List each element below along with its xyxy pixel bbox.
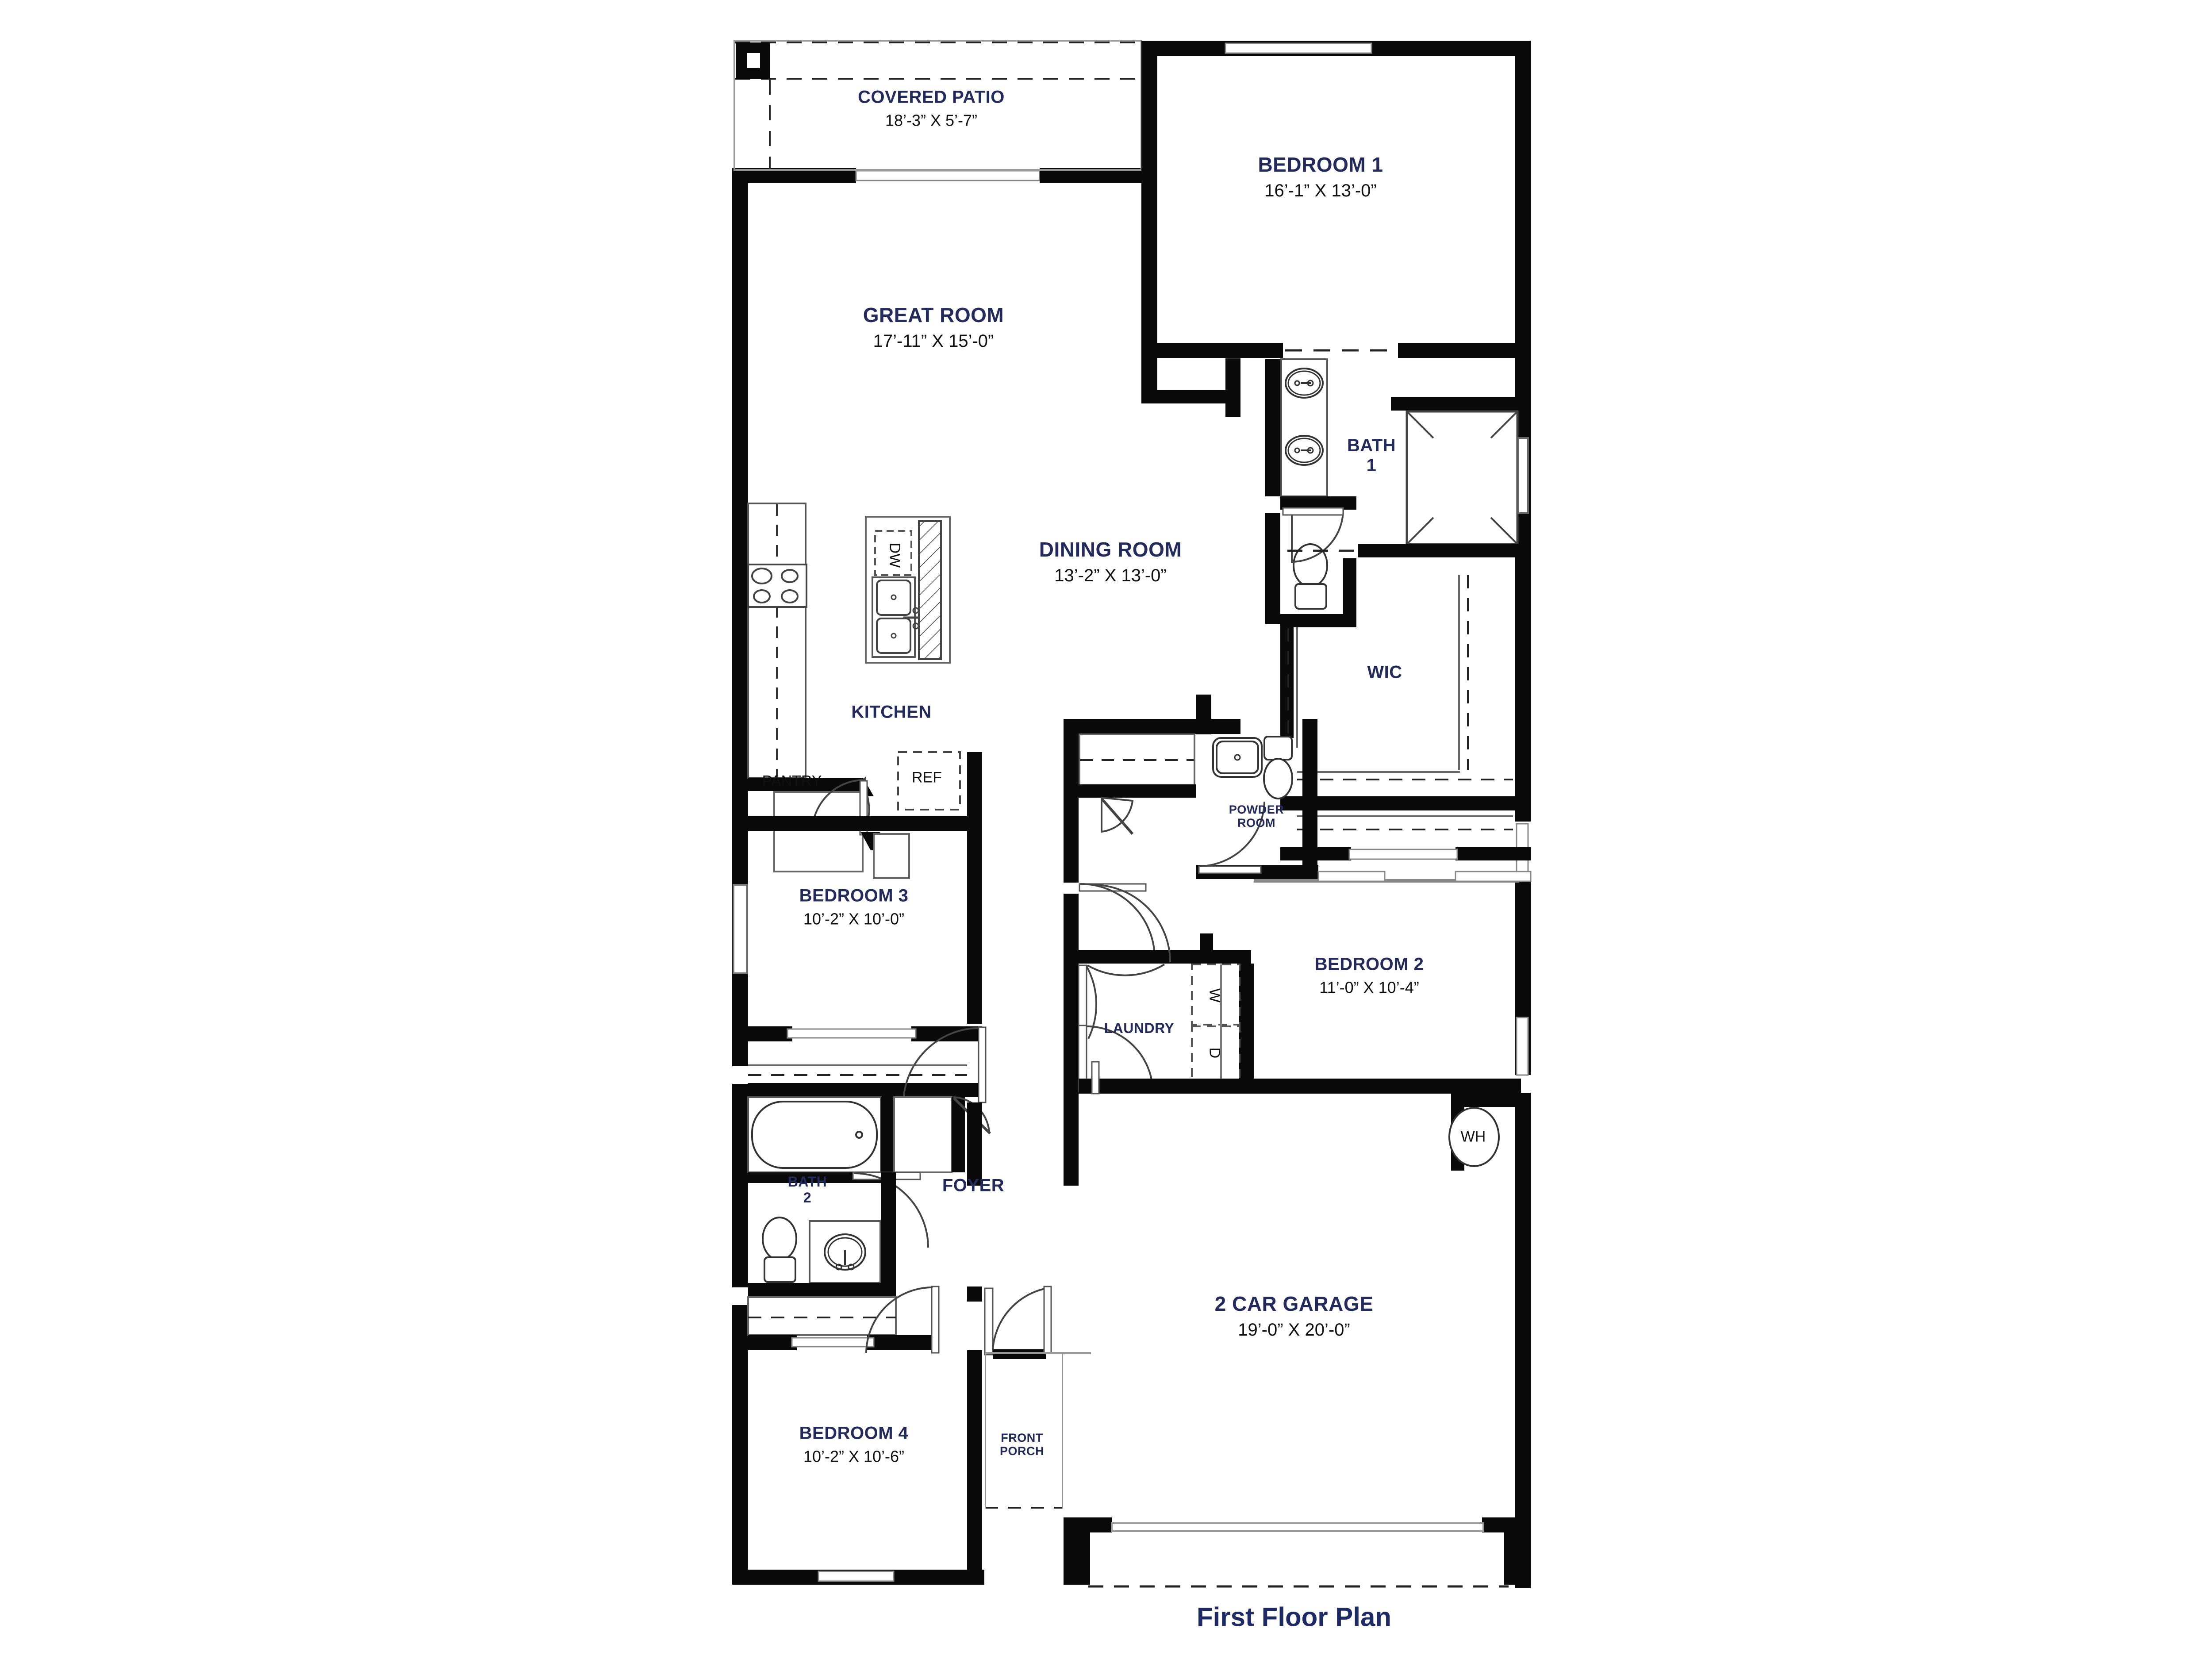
wall-layer [732,40,1532,1588]
page-title: First Floor Plan [1196,1602,1392,1632]
